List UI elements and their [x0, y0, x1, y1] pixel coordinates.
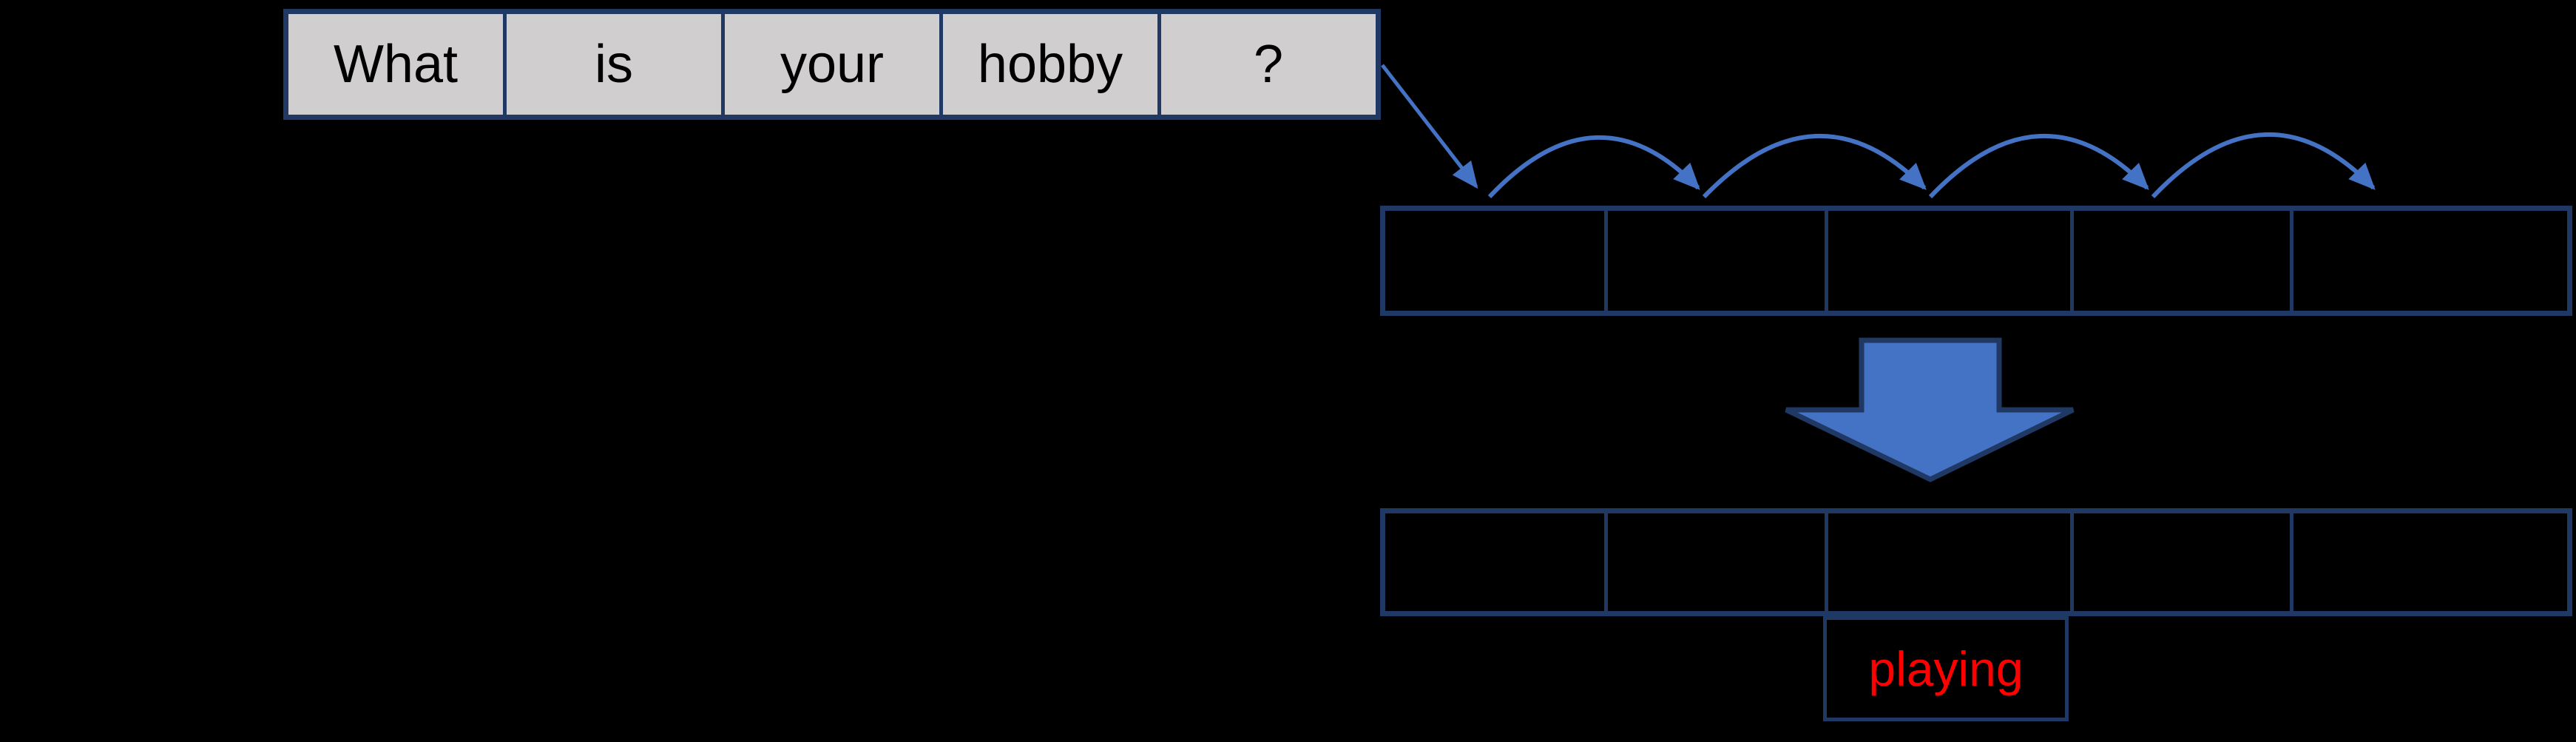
state-cell — [2070, 513, 2290, 611]
state-cell — [1604, 513, 1825, 611]
state-cell — [1825, 211, 2070, 311]
hop-arrow-icon-1 — [1487, 135, 1700, 199]
state-cell — [2290, 513, 2567, 611]
feed-arrow-icon — [1381, 64, 1478, 189]
hop-arrow-icon-4 — [2151, 132, 2376, 199]
state-cell — [1825, 513, 2070, 611]
input-word-label: your — [780, 35, 885, 94]
state-cell — [1604, 211, 1825, 311]
input-word-cell: ? — [1157, 14, 1376, 115]
input-word-label: What — [333, 35, 459, 94]
big-down-arrow-icon — [1785, 337, 2075, 482]
input-word-cell: hobby — [939, 14, 1157, 115]
output-word-box: playing — [1823, 616, 2069, 721]
input-word-cell: is — [503, 14, 721, 115]
input-word-cell: your — [721, 14, 939, 115]
input-word-label: is — [595, 35, 633, 94]
state-cell — [2290, 211, 2567, 311]
input-word-label: hobby — [977, 35, 1123, 94]
input-word-table: What is your hobby ? — [283, 9, 1381, 120]
state-row-bottom — [1380, 508, 2572, 616]
state-row-top — [1380, 206, 2572, 316]
hop-arrow-icon-3 — [1928, 134, 2149, 199]
output-word-label: playing — [1868, 641, 2024, 696]
input-word-label: ? — [1253, 35, 1284, 94]
input-word-cell: What — [288, 14, 503, 115]
state-cell — [2070, 211, 2290, 311]
hop-arrow-icon-2 — [1702, 134, 1927, 199]
